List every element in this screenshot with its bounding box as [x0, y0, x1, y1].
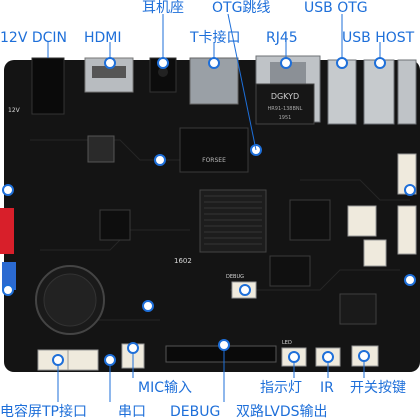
hdmi-port-opening [92, 66, 126, 78]
label-headphone-jack: 耳机座 [142, 0, 184, 16]
right-connector-4 [363, 239, 387, 267]
wifi-module [339, 293, 377, 325]
eth-chip-brand: DGKYD [271, 92, 299, 101]
eth-chip-model: HR91-138BNL [268, 106, 303, 112]
silkscreen-12v: 12V [8, 107, 21, 114]
label-12v-dcin: 12V DCIN [0, 30, 67, 46]
rj45-port-opening [270, 62, 306, 84]
ram-chip-brand: FORSEE [202, 157, 226, 164]
label-otg-jumper: OTG跳线 [212, 0, 271, 16]
label-tf-slot: T卡接口 [190, 30, 241, 46]
usb-otg-port [327, 59, 357, 125]
power-inductor [87, 135, 115, 163]
rtc-battery-inner [43, 273, 97, 327]
silkscreen-led: LED [282, 340, 292, 346]
pmic-chip [269, 255, 311, 287]
eth-chip-code: 1951 [279, 115, 292, 121]
label-usb-host: USB HOST [342, 30, 415, 46]
label-hdmi: HDMI [84, 30, 122, 46]
label-rj45: RJ45 [266, 30, 298, 46]
label-power-key: 开关按键 [350, 380, 406, 396]
right-connector-3 [347, 205, 377, 237]
dc-jack [31, 57, 65, 115]
label-tp-connector: 电容屏TP接口 [0, 404, 87, 420]
label-ir: IR [320, 380, 334, 396]
leader-lines [47, 13, 381, 402]
label-dual-lvds: 双路LVDS输出 [236, 404, 328, 420]
right-connector-2 [397, 205, 417, 255]
label-serial-port: 串口 [118, 404, 146, 420]
label-indicator-led: 指示灯 [260, 380, 302, 396]
silkscreen-debug: DEBUG [226, 274, 244, 280]
label-usb-otg: USB OTG [304, 0, 368, 16]
label-debug: DEBUG [170, 404, 221, 420]
leader-markers [2, 57, 416, 366]
headphone-jack-hole [158, 67, 168, 77]
soc-heatsink [199, 189, 267, 253]
emmc-chip [289, 199, 331, 241]
heatsink-fins [204, 195, 262, 245]
tf-slot [189, 57, 239, 105]
usb-host-port-2 [397, 59, 417, 125]
ram-chip [179, 127, 249, 173]
red-connector [0, 208, 14, 254]
label-mic-input: MIC输入 [138, 380, 192, 396]
usb-host-port [363, 59, 395, 125]
rev-marking: 1602 [174, 257, 192, 265]
ethernet-transformer [255, 83, 315, 125]
blue-connector [2, 262, 16, 290]
serial-connector [67, 349, 99, 371]
audio-chip [99, 209, 131, 241]
